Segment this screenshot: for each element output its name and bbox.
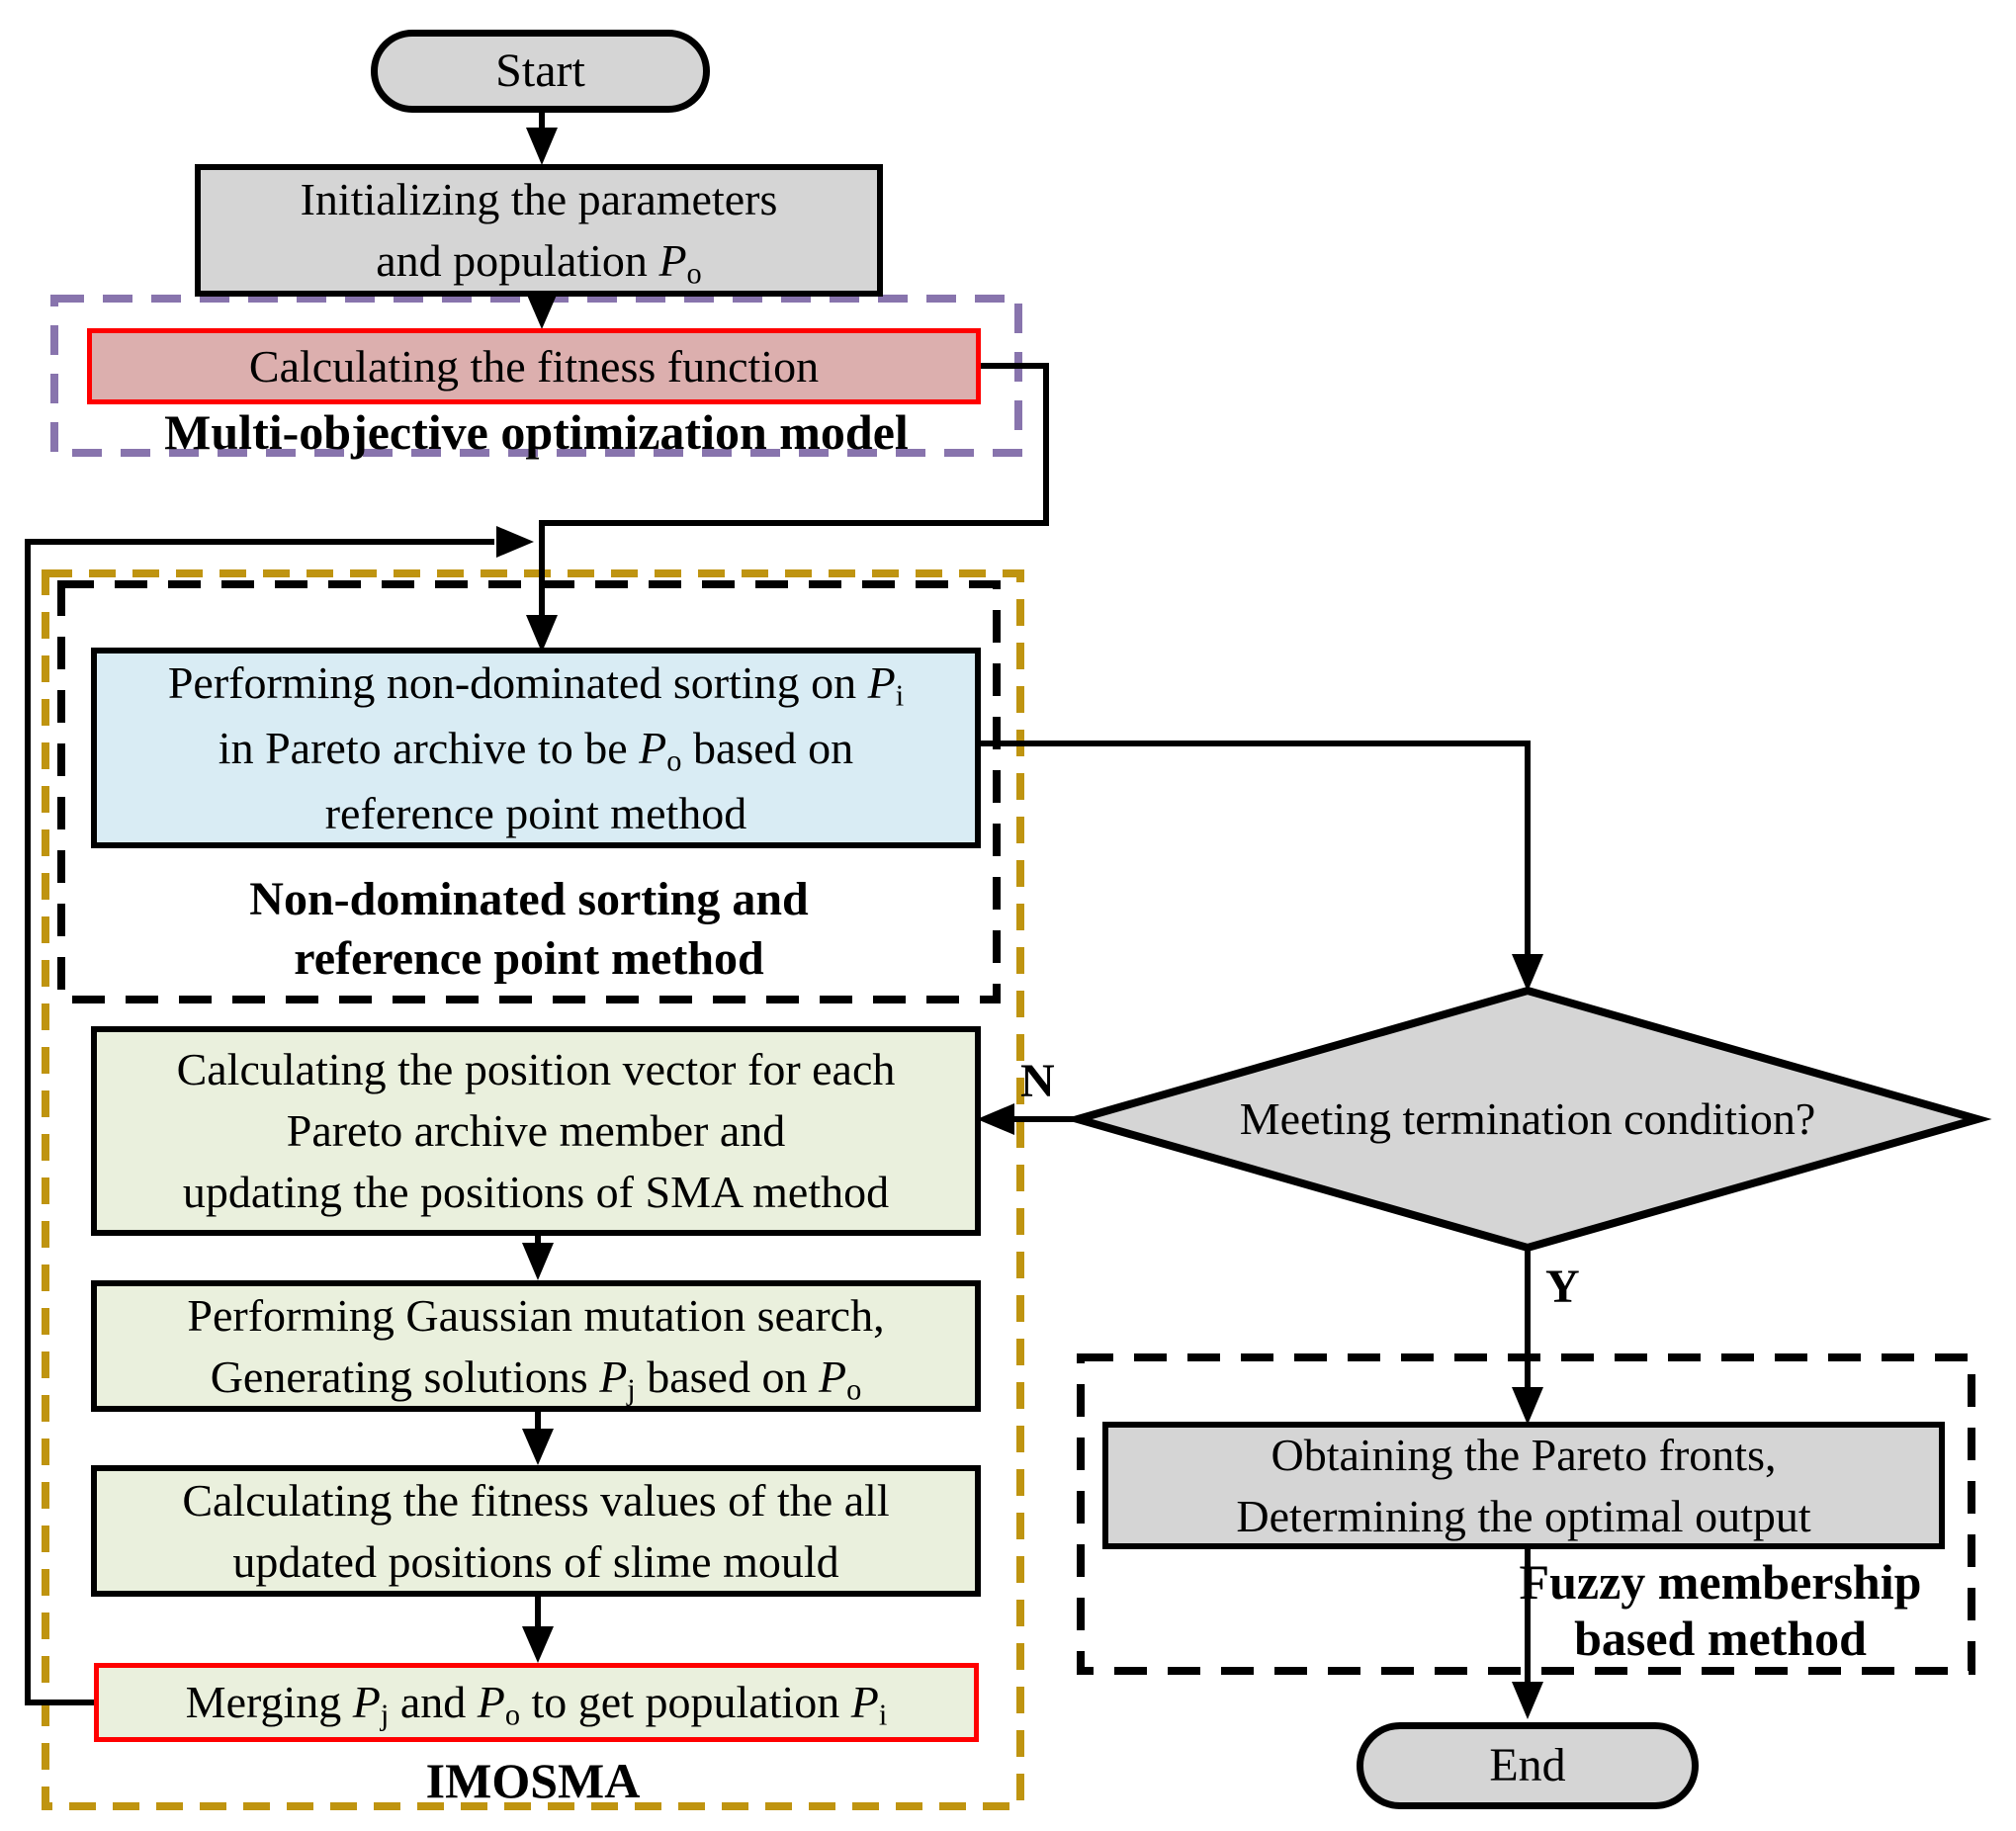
non-dominated-group-box — [57, 580, 1001, 1003]
gaussian-node: Performing Gaussian mutation search,Gene… — [91, 1280, 981, 1412]
branch-label-yes: Y — [1545, 1261, 1580, 1313]
arrowhead-into-fitnessvalues — [522, 1429, 554, 1465]
connector-lines — [25, 112, 1531, 1705]
decision-node-label: Meeting termination condition? — [1239, 1093, 1816, 1144]
obtaining-node: Obtaining the Pareto fronts,Determining … — [1102, 1422, 1945, 1549]
imosma-group-label: IMOSMA — [425, 1753, 641, 1808]
imosma-group-box — [42, 569, 1024, 1810]
line-fitness-to-sorting — [539, 363, 1049, 617]
arrow-heads — [496, 128, 1543, 1719]
position-vector-node: Calculating the position vector for each… — [91, 1026, 981, 1236]
arrowhead-into-sorting — [526, 615, 558, 653]
arrowhead-into-fitness — [526, 293, 558, 329]
arrowhead-into-init — [526, 128, 558, 165]
line-merging-feedback — [25, 539, 494, 1705]
end-node: End — [1357, 1722, 1699, 1809]
start-node: Start — [371, 30, 710, 113]
arrowhead-into-merging — [522, 1626, 554, 1663]
line-sorting-to-decision — [979, 741, 1531, 955]
fitness-values-node: Calculating the fitness values of the al… — [91, 1465, 981, 1597]
branch-label-no: N — [1020, 1055, 1055, 1107]
multi-objective-group-label: Multi-objective optimization model — [164, 404, 909, 460]
arrowhead-into-end — [1512, 1682, 1543, 1719]
arrowhead-into-obtaining — [1512, 1387, 1543, 1425]
fitness-node: Calculating the fitness function — [87, 328, 981, 404]
arrowhead-into-decision — [1512, 954, 1543, 992]
arrowhead-feedback-junction — [496, 526, 534, 558]
arrowhead-no-into-position — [977, 1103, 1014, 1135]
merging-node: Merging Pj and Po to get population Pi — [94, 1663, 979, 1742]
multi-objective-group-box — [50, 295, 1022, 457]
arrowhead-into-gaussian — [522, 1243, 554, 1280]
